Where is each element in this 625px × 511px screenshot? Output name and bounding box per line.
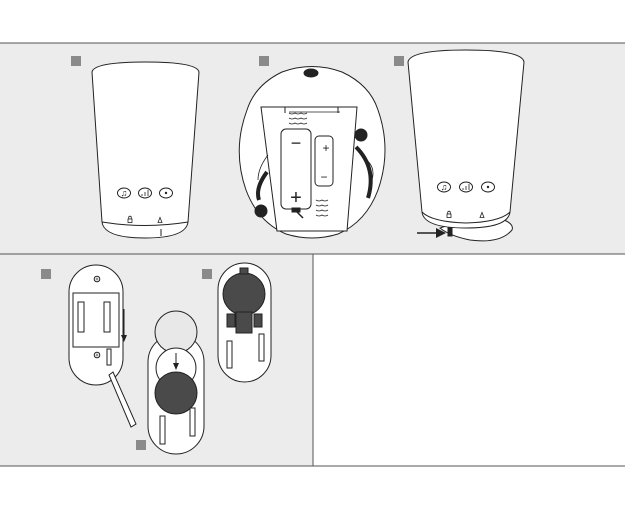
step-5-marker — [202, 269, 212, 279]
large-battery-minus: − — [291, 133, 302, 153]
coin-cell-insert-view — [148, 311, 204, 454]
bottom-right-panel — [313, 254, 625, 466]
device-front-view: ♫ — [92, 62, 199, 238]
coin-cell-installed — [223, 273, 265, 315]
step-3-marker — [394, 56, 404, 66]
battery-compartment-view: − + + − — [239, 67, 385, 239]
music-note-icon: ♫ — [118, 188, 131, 198]
svg-text:♫: ♫ — [441, 182, 448, 192]
svg-text:♫: ♫ — [121, 188, 128, 198]
signal-bars-icon — [139, 188, 152, 198]
step-4-marker — [41, 269, 51, 279]
indicator-dot-left — [255, 205, 267, 217]
light-icon — [160, 188, 173, 198]
step-1-marker — [71, 56, 81, 66]
small-battery-minus: − — [320, 170, 327, 184]
light-icon — [482, 182, 495, 192]
coin-cell-installed-view — [218, 263, 271, 382]
device-assembled-view: ♫ — [408, 50, 524, 241]
coin-cell-old — [155, 311, 197, 353]
step-6-marker — [136, 440, 146, 450]
music-note-icon: ♫ — [438, 182, 451, 192]
large-battery-plus: + — [290, 187, 302, 209]
battery-door-edge — [448, 228, 452, 236]
signal-bars-icon — [460, 182, 473, 192]
step-2-marker — [259, 56, 269, 66]
indicator-dot-right — [355, 129, 367, 141]
release-button — [304, 69, 318, 77]
small-battery-plus: + — [322, 141, 329, 155]
